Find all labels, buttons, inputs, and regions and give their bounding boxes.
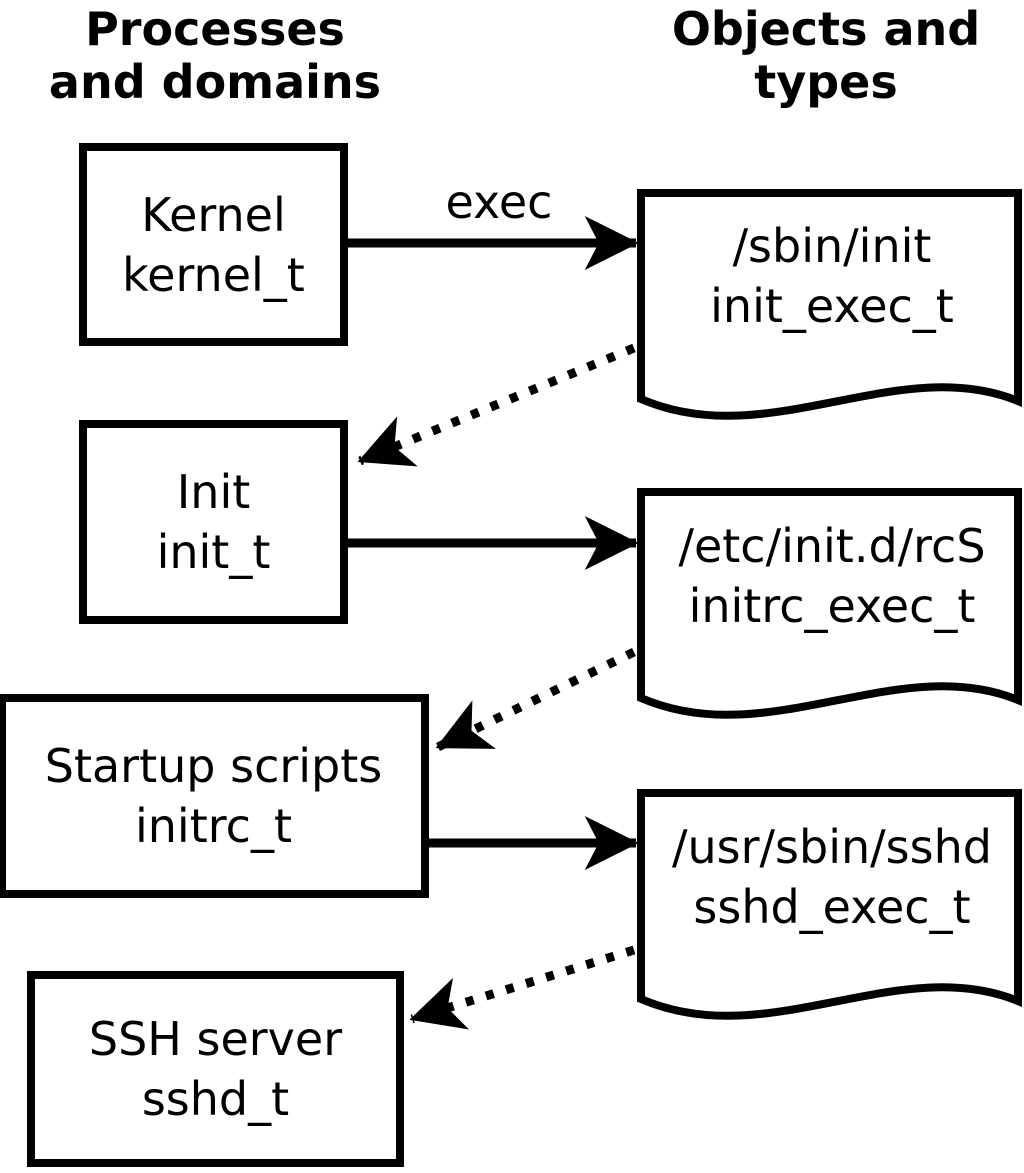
- domain-type: sshd_t: [141, 1072, 290, 1126]
- process-box-ssh-server: SSH server sshd_t: [27, 971, 404, 1167]
- object-type: init_exec_t: [710, 279, 954, 333]
- transition-arrow-sbin-init-to-init: [357, 343, 636, 467]
- process-box-startup-scripts: Startup scripts initrc_t: [0, 694, 429, 898]
- domain-type: init_t: [156, 525, 271, 579]
- process-box-init: Init init_t: [79, 420, 348, 624]
- object-type: initrc_exec_t: [688, 579, 976, 633]
- header-line: Processes: [85, 2, 345, 56]
- process-name: Kernel: [141, 187, 286, 242]
- process-name: Startup scripts: [44, 739, 383, 793]
- transition-arrow-sshd-to-sshd: [409, 945, 636, 1030]
- document-shape-sbin-init: [637, 189, 1022, 420]
- object-type: sshd_exec_t: [693, 880, 971, 934]
- object-label-usr-sbin-sshd: /usr/sbin/sshd sshd_exec_t: [647, 817, 1017, 937]
- process-box-kernel: Kernel kernel_t: [79, 143, 348, 346]
- transition-arrow-rcs-to-initrc: [435, 647, 636, 752]
- domain-type: initrc_t: [135, 799, 292, 853]
- header-line: types: [754, 55, 898, 109]
- domain-type: kernel_t: [122, 247, 305, 302]
- column-header-processes: Processes and domains: [15, 3, 415, 109]
- header-line: Objects and: [671, 2, 981, 56]
- process-name: SSH server: [88, 1012, 343, 1066]
- object-label-sbin-init: /sbin/init init_exec_t: [647, 216, 1017, 336]
- document-shape-usr-sbin-sshd: [637, 789, 1022, 1020]
- exec-edge-label: exec: [445, 175, 553, 229]
- object-path: /sbin/init: [732, 219, 932, 273]
- object-path: /usr/sbin/sshd: [672, 820, 992, 874]
- process-name: Init: [176, 465, 251, 519]
- object-label-etc-initd-rcs: /etc/init.d/rcS initrc_exec_t: [647, 516, 1017, 636]
- object-path: /etc/init.d/rcS: [678, 519, 986, 573]
- header-line: and domains: [48, 55, 382, 109]
- column-header-objects: Objects and types: [628, 3, 1024, 109]
- document-shape-etc-initd-rcs: [637, 488, 1022, 719]
